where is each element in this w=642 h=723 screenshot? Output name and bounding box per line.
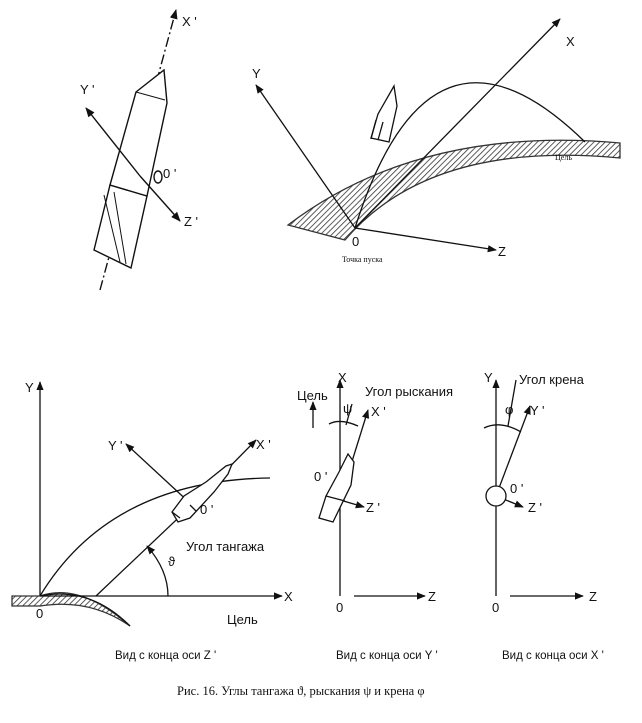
view-z-caption: Вид с конца оси Z ' (115, 650, 216, 662)
pitch-view-diagram (11, 381, 283, 627)
pitch-symbol: ϑ (168, 554, 176, 569)
rocket-body-axes-diagram (85, 9, 181, 291)
axis-y-label: Y (25, 380, 34, 395)
target-label: Цель (555, 153, 572, 162)
view-x-caption: Вид с конца оси X ' (502, 650, 604, 662)
origin1-label: 0 ' (314, 469, 327, 484)
origin-label: 0 (352, 234, 359, 249)
axis-x1-label: X ' (182, 14, 197, 29)
pitch-angle-label: Угол тангажа (186, 539, 265, 554)
axis-x-line (354, 18, 561, 229)
rocket-icon (318, 452, 355, 523)
roll-angle-label: Угол крена (519, 372, 585, 387)
axis-y1-label: Y ' (108, 438, 123, 453)
roll-angle-arc (483, 424, 522, 433)
yaw-angle-label: Угол рыскания (365, 384, 453, 399)
rocket-icon (93, 68, 168, 270)
axis-z1-label: Z ' (366, 500, 380, 515)
axis-z-label: Z (589, 589, 597, 604)
origin-label: 0 (492, 600, 499, 615)
launch-point-label: Точка пуска (342, 255, 383, 264)
origin1-label: 0 ' (510, 481, 523, 496)
axis-z1-label: Z ' (184, 214, 198, 229)
yaw-angle-arc (328, 420, 359, 427)
axis-y1-label: Y ' (80, 82, 95, 97)
z1-axis-line (139, 175, 181, 222)
axis-z-label: Z (498, 244, 506, 259)
pitch-angle-arc (146, 545, 169, 597)
axis-y1-label: Y ' (530, 403, 545, 418)
target-label: Цель (227, 612, 258, 627)
origin-label: 0 (336, 600, 343, 615)
axis-y-line (255, 84, 356, 229)
axis-y-label: Y (484, 370, 493, 385)
yaw-view-diagram (309, 379, 426, 600)
y1-axis-line (85, 107, 141, 177)
origin-marker (153, 170, 163, 184)
axis-x-label: X (338, 370, 347, 385)
axis-z-label: Z (428, 589, 436, 604)
earth-surface (286, 139, 621, 241)
y1-axis-line (495, 405, 531, 497)
target-label: Цель (297, 388, 328, 403)
axis-x-label: X (284, 589, 293, 604)
ground-surface (11, 592, 131, 627)
roll-view-diagram (483, 379, 584, 600)
view-y-caption: Вид с конца оси Y ' (336, 650, 438, 662)
rocket-end-view-icon (485, 485, 507, 507)
yaw-symbol: ψ (343, 401, 352, 416)
axis-x-label: X (566, 34, 575, 49)
axis-x1-label: X ' (371, 404, 386, 419)
roll-symbol: φ (505, 402, 513, 417)
trajectory-arc (354, 82, 586, 229)
pitch-line (95, 504, 193, 597)
axis-x1-label: X ' (256, 437, 271, 452)
launch-trajectory-diagram (255, 18, 621, 253)
trajectory-arc (39, 477, 271, 597)
axis-z1-label: Z ' (528, 500, 542, 515)
axis-z-line (354, 227, 497, 253)
rocket-icon (171, 462, 234, 523)
origin1-label: 0 ' (200, 502, 213, 517)
rocket-icon (370, 84, 398, 143)
y1-axis-line (125, 443, 193, 506)
figure-caption: Рис. 16. Углы тангажа ϑ, рыскания ψ и кр… (177, 684, 425, 698)
axis-y-label: Y (252, 66, 261, 81)
origin1-label: 0 ' (163, 166, 176, 181)
origin-label: 0 (36, 606, 43, 621)
